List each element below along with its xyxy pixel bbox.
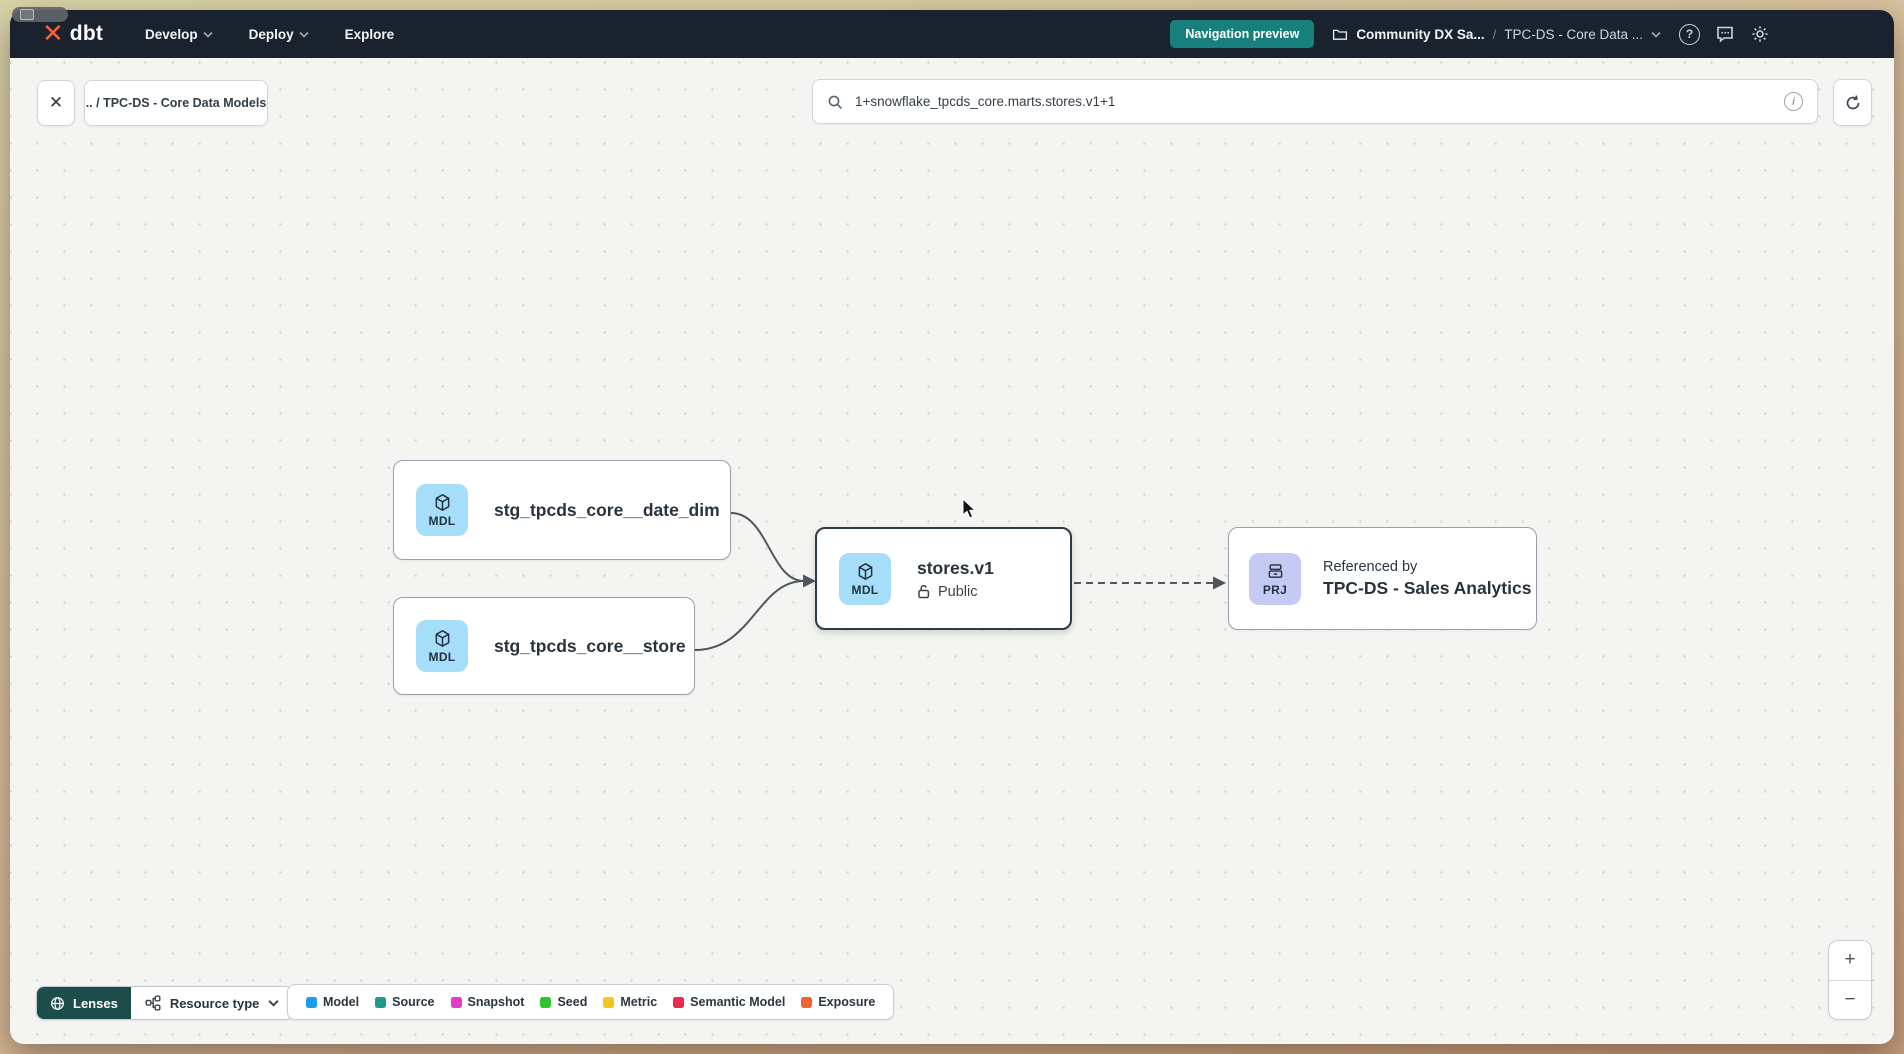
navigation-preview-badge[interactable]: Navigation preview bbox=[1170, 20, 1314, 48]
gear-icon[interactable] bbox=[1750, 24, 1770, 44]
chevron-down-icon bbox=[299, 31, 309, 38]
project-tile: PRJ bbox=[1249, 553, 1301, 605]
zoom-out-button[interactable]: − bbox=[1829, 981, 1871, 1020]
node-badge: MDL bbox=[429, 650, 456, 664]
lenses-label: Lenses bbox=[73, 996, 118, 1011]
node-label: stg_tpcds_core__store bbox=[494, 636, 686, 657]
legend-label: Seed bbox=[557, 995, 587, 1009]
legend-swatch bbox=[603, 997, 614, 1008]
zoom-in-button[interactable]: + bbox=[1829, 941, 1871, 981]
search-input[interactable] bbox=[853, 93, 1774, 110]
window-indicator-pill bbox=[12, 7, 68, 22]
legend-swatch bbox=[673, 997, 684, 1008]
model-tile: MDL bbox=[839, 553, 891, 605]
resource-type-label: Resource type bbox=[170, 996, 260, 1011]
app-window: ✕ dbt Develop Deploy Explore Navigation … bbox=[10, 10, 1894, 1044]
lineage-search-bar: i bbox=[812, 79, 1818, 124]
zoom-controls: + − bbox=[1828, 940, 1872, 1020]
window-icon bbox=[20, 9, 34, 20]
close-button[interactable]: ✕ bbox=[37, 80, 75, 126]
legend-label: Snapshot bbox=[468, 995, 525, 1009]
node-text-group: Referenced by TPC-DS - Sales Analytics bbox=[1323, 559, 1531, 599]
help-icon[interactable]: ? bbox=[1679, 24, 1700, 45]
legend-label: Source bbox=[392, 995, 434, 1009]
legend-swatch bbox=[375, 997, 386, 1008]
legend-swatch bbox=[540, 997, 551, 1008]
dbt-logo-text: dbt bbox=[70, 22, 103, 46]
refresh-icon bbox=[1844, 94, 1862, 112]
node-caption: Referenced by bbox=[1323, 559, 1531, 575]
lineage-breadcrumb-chip[interactable]: .. / TPC-DS - Core Data Models bbox=[84, 80, 268, 126]
menu-deploy[interactable]: Deploy bbox=[249, 27, 309, 42]
breadcrumb-project[interactable]: Community DX Sa... bbox=[1356, 27, 1484, 42]
arrowhead-into-project bbox=[1213, 577, 1226, 590]
node-stores-v1[interactable]: MDL stores.v1 Public bbox=[815, 527, 1072, 630]
model-tile: MDL bbox=[416, 484, 468, 536]
legend-label: Semantic Model bbox=[690, 995, 785, 1009]
folder-icon bbox=[1332, 26, 1348, 42]
node-label: stores.v1 bbox=[917, 558, 994, 579]
legend-swatch bbox=[306, 997, 317, 1008]
dbt-logo[interactable]: ✕ dbt bbox=[42, 21, 103, 47]
edge-date-dim-to-stores bbox=[731, 513, 804, 581]
search-icon bbox=[827, 94, 843, 110]
lenses-control-group: Lenses Resource type bbox=[36, 986, 294, 1020]
node-stg-tpcds-core-store[interactable]: MDL stg_tpcds_core__store bbox=[393, 597, 695, 695]
legend-item-model: Model bbox=[306, 995, 359, 1009]
legend-swatch bbox=[801, 997, 812, 1008]
node-text-group: stores.v1 Public bbox=[917, 558, 994, 600]
legend-label: Metric bbox=[620, 995, 657, 1009]
legend-label: Exposure bbox=[818, 995, 875, 1009]
legend-item-semantic-model: Semantic Model bbox=[673, 995, 785, 1009]
top-navbar: ✕ dbt Develop Deploy Explore Navigation … bbox=[10, 10, 1894, 58]
breadcrumb-separator: / bbox=[1493, 27, 1497, 42]
chevron-down-icon[interactable] bbox=[1651, 31, 1661, 38]
mouse-cursor bbox=[962, 498, 980, 520]
node-referenced-by-sales-analytics[interactable]: PRJ Referenced by TPC-DS - Sales Analyti… bbox=[1228, 527, 1537, 630]
chevron-down-icon bbox=[203, 31, 213, 38]
resource-type-dropdown[interactable]: Resource type bbox=[131, 987, 294, 1019]
legend-item-metric: Metric bbox=[603, 995, 657, 1009]
lens-globe-icon bbox=[50, 996, 65, 1011]
cube-icon bbox=[855, 561, 876, 582]
access-row: Public bbox=[917, 584, 994, 600]
refresh-button[interactable] bbox=[1833, 79, 1872, 126]
navbar-icons: ? bbox=[1679, 24, 1770, 45]
node-badge: MDL bbox=[852, 583, 879, 597]
node-label: stg_tpcds_core__date_dim bbox=[494, 500, 720, 521]
info-icon[interactable]: i bbox=[1784, 92, 1803, 111]
cube-icon bbox=[432, 492, 453, 513]
legend-item-exposure: Exposure bbox=[801, 995, 875, 1009]
feedback-icon[interactable] bbox=[1715, 24, 1735, 44]
graph-nodes-icon bbox=[145, 995, 161, 1011]
model-tile: MDL bbox=[416, 620, 468, 672]
breadcrumb-page[interactable]: TPC-DS - Core Data ... bbox=[1504, 27, 1643, 42]
legend-item-seed: Seed bbox=[540, 995, 587, 1009]
legend-label: Model bbox=[323, 995, 359, 1009]
close-icon: ✕ bbox=[49, 93, 63, 113]
node-badge: MDL bbox=[429, 514, 456, 528]
legend-item-snapshot: Snapshot bbox=[451, 995, 525, 1009]
menu-develop[interactable]: Develop bbox=[145, 27, 213, 42]
cube-icon bbox=[432, 628, 453, 649]
chevron-down-icon bbox=[268, 999, 279, 1007]
lineage-canvas[interactable]: ✕ .. / TPC-DS - Core Data Models i MDL s… bbox=[10, 58, 1894, 1044]
navbar-right-group: Navigation preview Community DX Sa... / … bbox=[1170, 20, 1770, 48]
drawer-stack-icon bbox=[1265, 561, 1286, 582]
node-label: TPC-DS - Sales Analytics bbox=[1323, 578, 1531, 599]
edge-store-to-stores bbox=[695, 581, 804, 650]
node-badge: PRJ bbox=[1263, 583, 1287, 597]
breadcrumb: Community DX Sa... / TPC-DS - Core Data … bbox=[1332, 26, 1661, 42]
legend: Model Source Snapshot Seed Metric Semantic Mo… bbox=[287, 984, 894, 1020]
access-label: Public bbox=[938, 584, 978, 600]
legend-item-source: Source bbox=[375, 995, 434, 1009]
node-stg-tpcds-core-date-dim[interactable]: MDL stg_tpcds_core__date_dim bbox=[393, 460, 731, 560]
lock-open-icon bbox=[917, 584, 931, 599]
legend-swatch bbox=[451, 997, 462, 1008]
dbt-logo-icon: ✕ bbox=[42, 20, 64, 46]
lenses-button[interactable]: Lenses bbox=[37, 987, 131, 1019]
menu-explore[interactable]: Explore bbox=[345, 27, 395, 42]
